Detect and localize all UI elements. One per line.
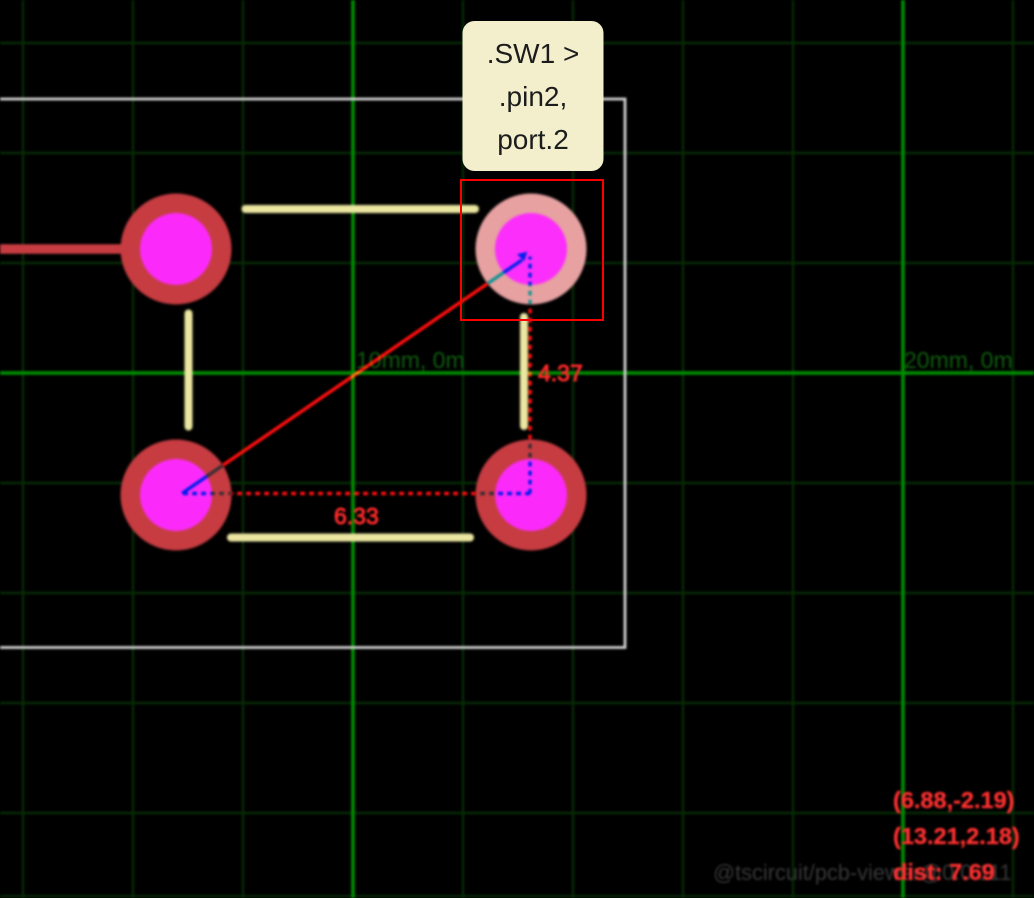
svg-text:(13.21,2.18): (13.21,2.18) [893, 823, 1020, 849]
svg-text:.SW1 >: .SW1 > [487, 38, 580, 69]
svg-text:4.37: 4.37 [538, 360, 583, 386]
svg-text:@tscircuit/pcb-viewer@0.0.111: @tscircuit/pcb-viewer@0.0.111 [713, 860, 1011, 885]
svg-text:20mm, 0m: 20mm, 0m [904, 347, 1013, 373]
svg-text:6.33: 6.33 [334, 503, 379, 529]
svg-text:(6.88,-2.19): (6.88,-2.19) [893, 787, 1014, 813]
svg-text:dist: 7.69: dist: 7.69 [893, 859, 995, 885]
svg-text:port.2: port.2 [497, 124, 569, 155]
svg-text:.pin2,: .pin2, [499, 81, 568, 112]
